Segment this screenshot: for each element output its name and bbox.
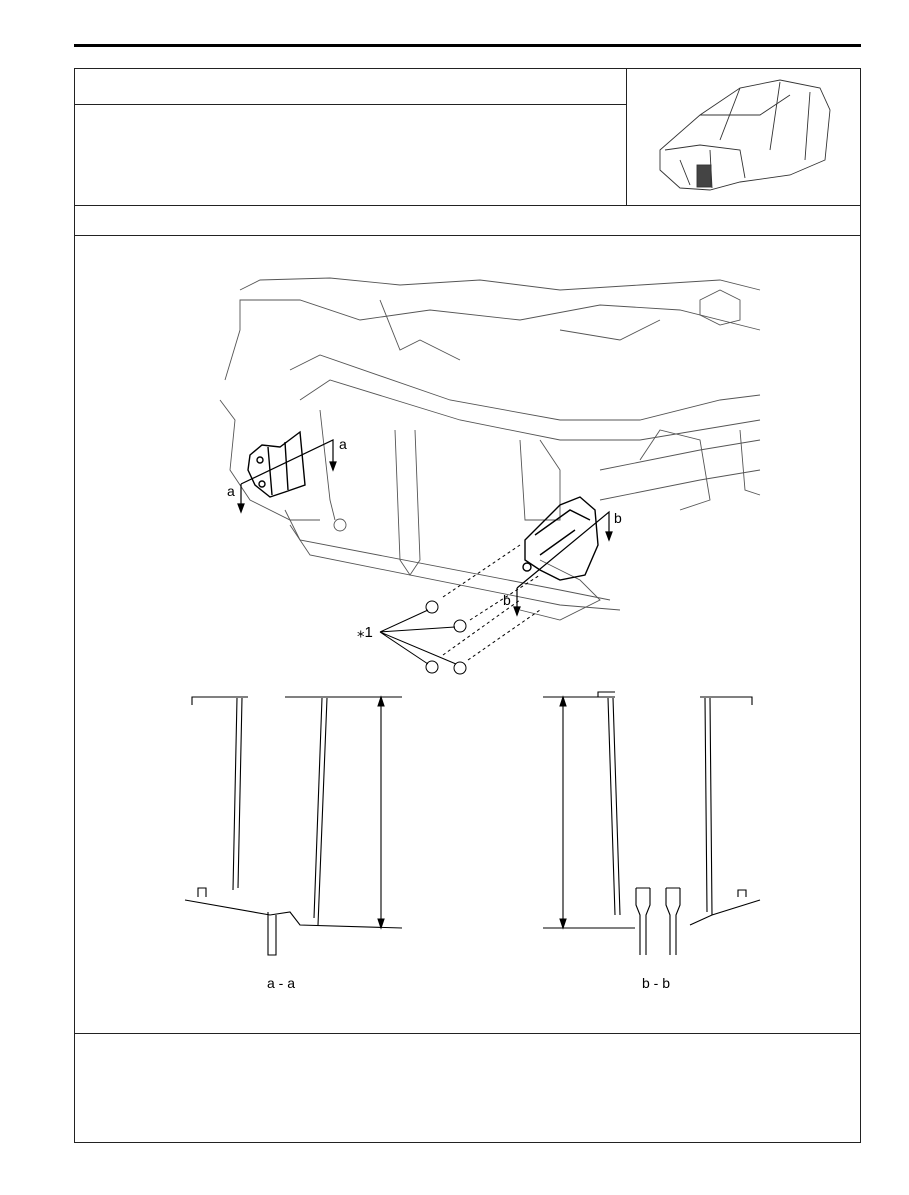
- thumbnail-divider: [626, 69, 627, 205]
- header-divider: [75, 205, 860, 206]
- title-divider: [75, 104, 626, 105]
- callout-section-a-top: a: [339, 436, 347, 452]
- car-body-shell-icon: [659, 79, 831, 191]
- section-b-b-drawing: [543, 691, 761, 955]
- section-b-cut-line: [513, 510, 613, 617]
- footer-divider: [75, 1033, 860, 1034]
- section-a-cut-line: [237, 439, 337, 514]
- callout-bolts: ⁎1: [357, 624, 373, 641]
- section-title-b-b: b - b: [642, 975, 671, 991]
- callout-section-b-top: b: [614, 510, 622, 526]
- right-engine-mount: [522, 496, 599, 581]
- left-engine-mount: [247, 430, 306, 498]
- subheader-divider: [75, 235, 860, 236]
- bolts: [379, 544, 541, 675]
- section-a-a-drawing: [184, 695, 403, 956]
- top-rule: [74, 44, 861, 47]
- section-title-a-a: a - a: [267, 975, 296, 991]
- callout-section-b-bottom: b: [503, 592, 511, 608]
- callout-section-a-left: a: [227, 483, 235, 499]
- page-frame: [74, 68, 861, 1143]
- engine-bay-drawing: [219, 277, 761, 621]
